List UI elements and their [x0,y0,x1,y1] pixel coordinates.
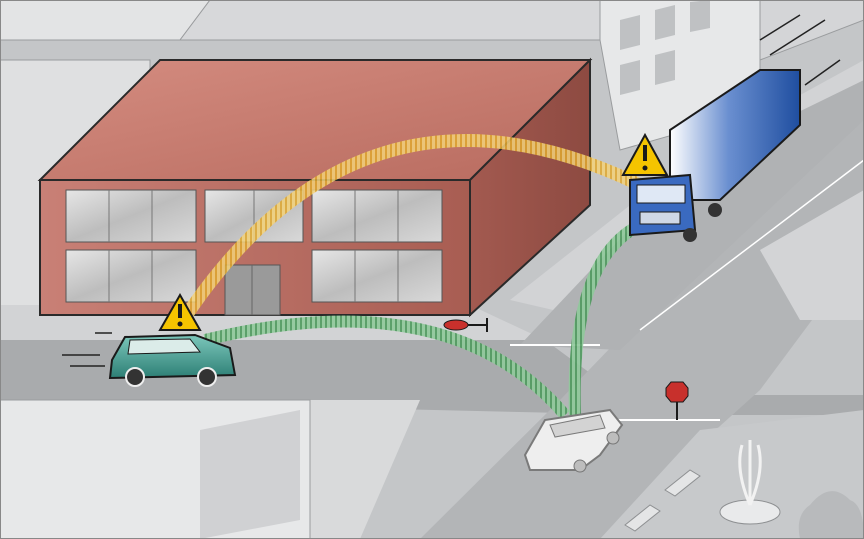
lane-line [639,159,864,331]
warning-icon [158,292,202,331]
warning-icon [621,132,669,176]
speed-line [759,14,801,41]
road-diagonal [420,85,864,539]
truck-windshield [636,184,686,204]
signal-arc-suv-truck [174,134,643,329]
truck-grille [639,211,681,225]
blue-truck [629,14,841,242]
shrub [798,491,864,539]
building-windows [65,189,443,303]
stop-sign-icon [443,318,488,332]
teal-suv [62,332,237,387]
signal-arc-car-truck [568,219,643,416]
signal-arc-suv-car [203,315,570,419]
lot-right [760,190,864,320]
fountain-icon [719,440,781,525]
bench-icon [624,469,701,532]
red-building [37,57,593,318]
building-lower-left-side [200,410,300,539]
truck-cab [629,173,697,237]
plaza [600,410,864,539]
stop-sign-icon [665,381,689,420]
white-car [523,408,624,473]
